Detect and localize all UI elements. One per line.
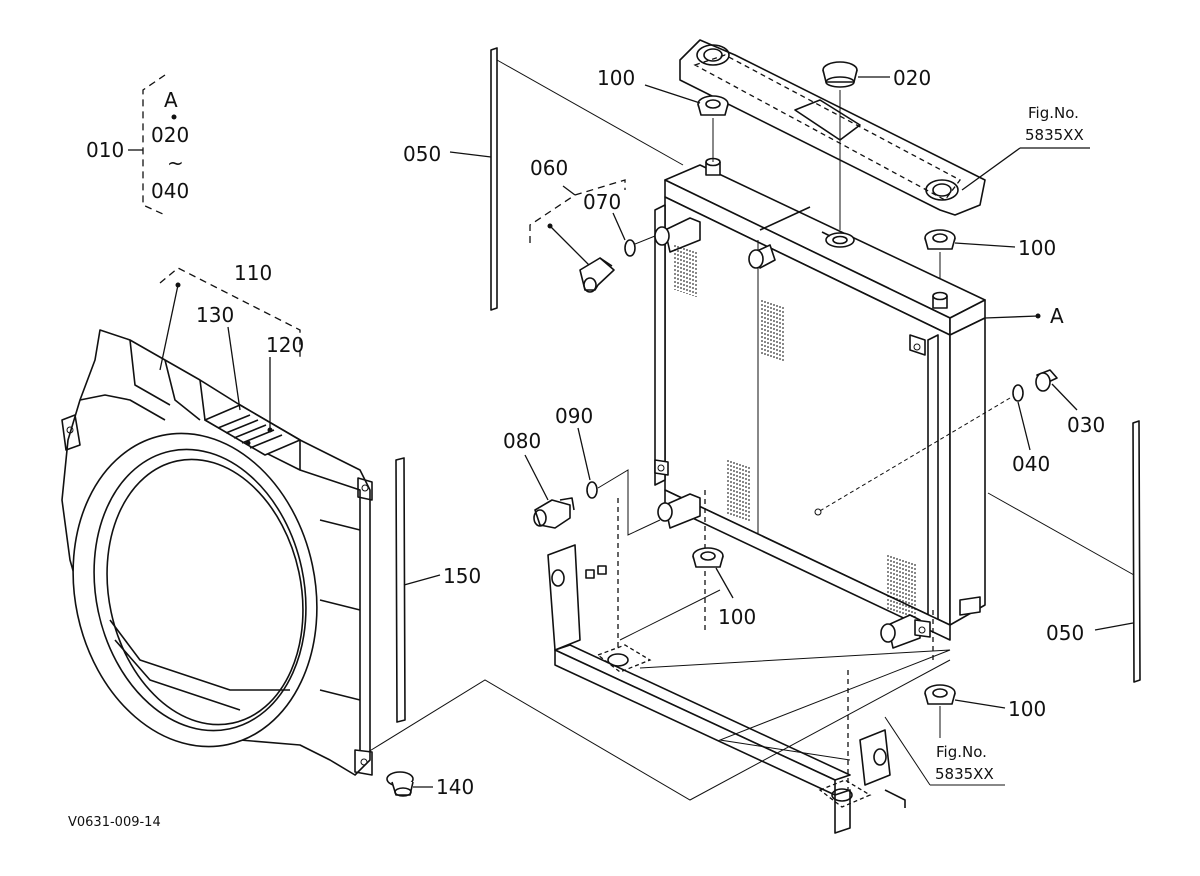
elbow-fitting-060 <box>579 257 615 293</box>
label-100-a: 100 <box>597 66 635 90</box>
grommet-100-d <box>924 684 956 705</box>
label-020-group: 020 <box>151 123 189 147</box>
bolt-140 <box>386 771 414 797</box>
grommet-100-a <box>697 95 729 116</box>
grommet-100-c <box>692 547 724 568</box>
top-cover-plate <box>679 39 986 216</box>
label-150: 150 <box>443 564 481 588</box>
label-tilde: ~ <box>167 151 184 175</box>
label-030: 030 <box>1067 413 1105 437</box>
label-080: 080 <box>503 429 541 453</box>
label-100-d: 100 <box>1008 697 1046 721</box>
label-070: 070 <box>583 190 621 214</box>
label-140: 140 <box>436 775 474 799</box>
fan-shroud <box>61 329 373 776</box>
seal-strip-150 <box>395 457 406 723</box>
label-020: 020 <box>893 66 931 90</box>
label-100-b: 100 <box>1018 236 1056 260</box>
elbow-fitting-080 <box>533 497 575 529</box>
label-050-right: 050 <box>1046 621 1084 645</box>
radiator-frame <box>547 544 906 834</box>
label-A-group: A <box>164 88 178 112</box>
label-A-right: A <box>1050 304 1064 328</box>
label-110: 110 <box>234 261 272 285</box>
label-040-group: 040 <box>151 179 189 203</box>
label-130: 130 <box>196 303 234 327</box>
label-010: 010 <box>86 138 124 162</box>
label-120: 120 <box>266 333 304 357</box>
fig-ref-bottom-line1: Fig.No. <box>936 743 987 761</box>
grommet-100-b <box>924 229 956 250</box>
o-ring-090 <box>586 481 598 499</box>
o-ring-040 <box>1012 384 1024 402</box>
fig-ref-top-line2: 5835XX <box>1025 126 1084 144</box>
drawing-code: V0631-009-14 <box>68 815 161 830</box>
group-bracket-010 <box>128 74 177 216</box>
radiator-fins <box>674 245 916 619</box>
fig-ref-top-line1: Fig.No. <box>1028 104 1079 122</box>
seal-strip-050-left <box>490 47 498 311</box>
o-ring-070 <box>624 239 636 257</box>
fig-ref-bottom-line2: 5835XX <box>935 765 994 783</box>
label-050-left: 050 <box>403 142 441 166</box>
radiator-core <box>654 157 986 649</box>
seal-strip-050-right <box>1132 420 1141 683</box>
label-040: 040 <box>1012 452 1050 476</box>
label-100-c: 100 <box>718 605 756 629</box>
label-060: 060 <box>530 156 568 180</box>
radiator-cap-020 <box>822 61 858 88</box>
label-090: 090 <box>555 404 593 428</box>
drain-plug-030 <box>1035 369 1058 392</box>
